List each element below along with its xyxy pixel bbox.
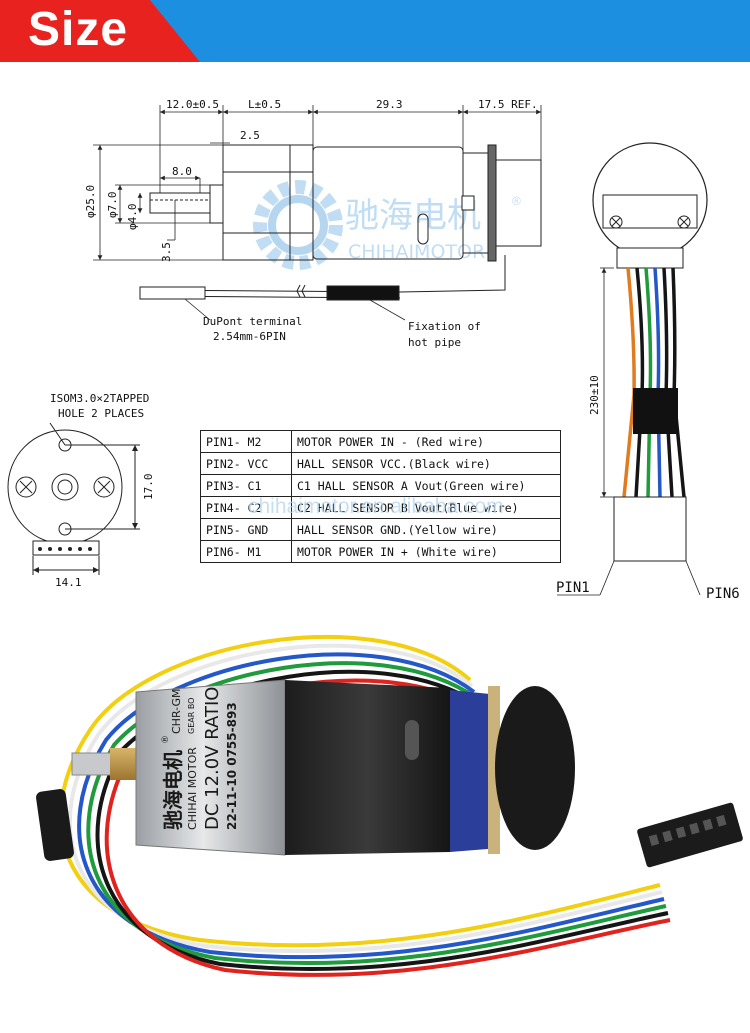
photo-bushing — [110, 748, 136, 780]
photo-encoder-cap — [495, 686, 575, 850]
photo-connector — [637, 802, 743, 868]
front-outline — [7, 429, 123, 545]
dim-shaft-diameter: φ4.0 — [126, 204, 139, 231]
watermark-mark: ® — [512, 194, 521, 208]
rear-heat-shrink — [633, 388, 678, 434]
callout-pipe-line1: Fixation of — [408, 320, 481, 333]
pin-name: PIN3- C1 — [200, 474, 292, 497]
tapped-hole-label-2: HOLE 2 PLACES — [58, 407, 144, 420]
dim-flat-length: 8.0 — [172, 165, 192, 178]
heat-shrink-tube — [326, 285, 400, 301]
front-connector — [32, 540, 100, 556]
callout-dupont-line1: DuPont terminal — [203, 315, 302, 328]
pin-name: PIN2- VCC — [200, 452, 292, 475]
photo-voltage: DC 12.0V RATIO — [202, 687, 223, 830]
photo-reg: ® — [161, 735, 171, 744]
pin-name: PIN1- M2 — [200, 430, 292, 453]
watermark-en: CHIHAIMOTOR — [348, 241, 485, 263]
tapped-hole-label-1: ISOM3.0×2TAPPED — [50, 392, 149, 405]
dim-gearbox-length: L±0.5 — [248, 98, 281, 111]
dim-boss-diameter: φ7.0 — [106, 192, 119, 219]
screw-rear-right-icon — [677, 215, 691, 229]
dim-front-width: 14.1 — [55, 576, 82, 589]
screw-left-icon — [15, 476, 37, 498]
pin-name: PIN5- GND — [200, 518, 292, 541]
dim-encoder-length: 17.5 REF. — [478, 98, 538, 111]
output-shaft — [149, 192, 211, 214]
front-labels: ISOM3.0×2TAPPED HOLE 2 PLACES 17.0 14.1 — [50, 392, 155, 589]
screw-rear-left-icon — [609, 215, 623, 229]
photo-heat-shrink — [36, 789, 74, 861]
watermark: 驰海电机 ® CHIHAIMOTOR — [253, 180, 521, 270]
label-pin1: PIN1 — [556, 580, 590, 596]
encoder-cap — [495, 159, 542, 247]
gear-logo-icon — [253, 180, 343, 270]
photo-shaft — [71, 752, 113, 776]
photo-model: CHR-GM — [170, 688, 183, 734]
side-dimensions — [93, 105, 542, 321]
pin-name: PIN6- M1 — [200, 540, 292, 563]
dim-front-height: 17.0 — [142, 474, 155, 501]
dim-cable-length: 230±10 — [588, 375, 601, 415]
photo-motor — [285, 680, 450, 855]
dim-flange: 2.5 — [240, 129, 260, 142]
pin-description: HALL SENSOR GND.(Yellow wire) — [291, 518, 561, 541]
front-view — [7, 422, 140, 575]
side-dim-labels: 12.0±0.5 L±0.5 29.3 17.5 REF. 2.5 8.0 φ2… — [84, 98, 538, 349]
gearbox-boss — [209, 184, 224, 224]
callout-pipe-line2: hot pipe — [408, 336, 461, 349]
dim-shaft-length: 12.0±0.5 — [166, 98, 219, 111]
rear-cable — [622, 267, 686, 498]
label-pin6: PIN6 — [706, 586, 740, 602]
dim-flat-depth: 3.5 — [160, 242, 173, 262]
product-photo: 驰海电机 ® CHR-GM CHIHAI MOTOR GEAR BO DC 12… — [36, 634, 743, 977]
photo-encoder-board — [450, 690, 500, 852]
photo-label: 驰海电机 ® CHR-GM CHIHAI MOTOR GEAR BO DC 12… — [161, 687, 239, 830]
dupont-connector — [139, 286, 206, 300]
watermark-url: chihaimotor.en.alibaba.com — [248, 495, 504, 518]
pin-name: PIN4- C2 — [200, 496, 292, 519]
page-title: Size — [28, 3, 129, 56]
pin-description: MOTOR POWER IN - (Red wire) — [291, 430, 561, 453]
photo-sub: CHIHAI MOTOR — [186, 747, 199, 830]
dim-motor-length: 29.3 — [376, 98, 403, 111]
dim-body-diameter: φ25.0 — [84, 185, 97, 218]
pin-description: MOTOR POWER IN + (White wire) — [291, 540, 561, 563]
photo-gear: GEAR BO — [187, 698, 196, 734]
watermark-cn: 驰海电机 — [345, 196, 481, 236]
side-view — [139, 144, 542, 301]
screw-right-icon — [93, 476, 115, 498]
photo-brand: 驰海电机 — [161, 750, 185, 830]
callout-dupont-line2: 2.54mm-6PIN — [213, 330, 286, 343]
pin-description: C1 HALL SENSOR A Vout(Green wire) — [291, 474, 561, 497]
technical-drawing: 驰海电机 ® CHIHAIMOTOR — [7, 98, 740, 602]
photo-date: 22-11-10 0755-893 — [225, 702, 239, 830]
pin-description: HALL SENSOR VCC.(Black wire) — [291, 452, 561, 475]
rear-connector — [616, 247, 684, 269]
rear-view: 230±10 PIN1 PIN6 — [556, 142, 740, 602]
